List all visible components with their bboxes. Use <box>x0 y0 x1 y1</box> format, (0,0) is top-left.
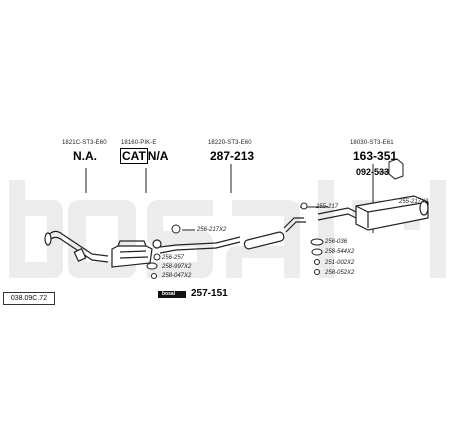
cat-na: N/A <box>147 149 169 163</box>
label-258-047x2: 258-047X2 <box>162 273 192 279</box>
label-251-002x2: 251-002X2 <box>325 260 355 266</box>
catalytic-converter <box>111 240 153 268</box>
kit-logo: bosal <box>162 291 176 297</box>
cat-box: CAT <box>120 148 148 164</box>
label-256-036: 256-036 <box>325 239 348 245</box>
intermediate-pipe <box>152 217 306 254</box>
rear-silencer <box>317 195 429 231</box>
callout-part-4: 163-351 <box>353 149 398 163</box>
label-255-217: 255-217 <box>316 204 339 210</box>
label-258-997x2: 258-997X2 <box>162 264 192 270</box>
label-255-217x2: 255-217X2 <box>399 199 429 205</box>
hardware-icons <box>146 158 404 279</box>
label-256-257: 256-257 <box>162 255 185 261</box>
callout-part-1: N.A. <box>73 149 97 163</box>
bosal-watermark <box>9 180 446 278</box>
kit-part: 257-151 <box>191 288 228 299</box>
label-258-052x2: 258-052X2 <box>325 270 355 276</box>
label-256-217x2: 256-217X2 <box>197 227 227 233</box>
kit-icon <box>158 291 186 298</box>
label-092-533: 092-533 <box>356 167 390 177</box>
label-258-544x2: 258-544X2 <box>325 249 355 255</box>
front-pipe <box>44 230 109 263</box>
diagram-id: 038.09C.72 <box>3 292 55 305</box>
callout-oem-2: 18160-PIK-E <box>121 140 157 146</box>
callout-oem-3: 18220-ST3-E60 <box>208 140 252 146</box>
callout-part-3: 287-213 <box>210 149 255 163</box>
callout-oem-4: 18030-ST3-E61 <box>350 140 394 146</box>
callout-oem-1: 1821C-ST3-E60 <box>62 140 107 146</box>
